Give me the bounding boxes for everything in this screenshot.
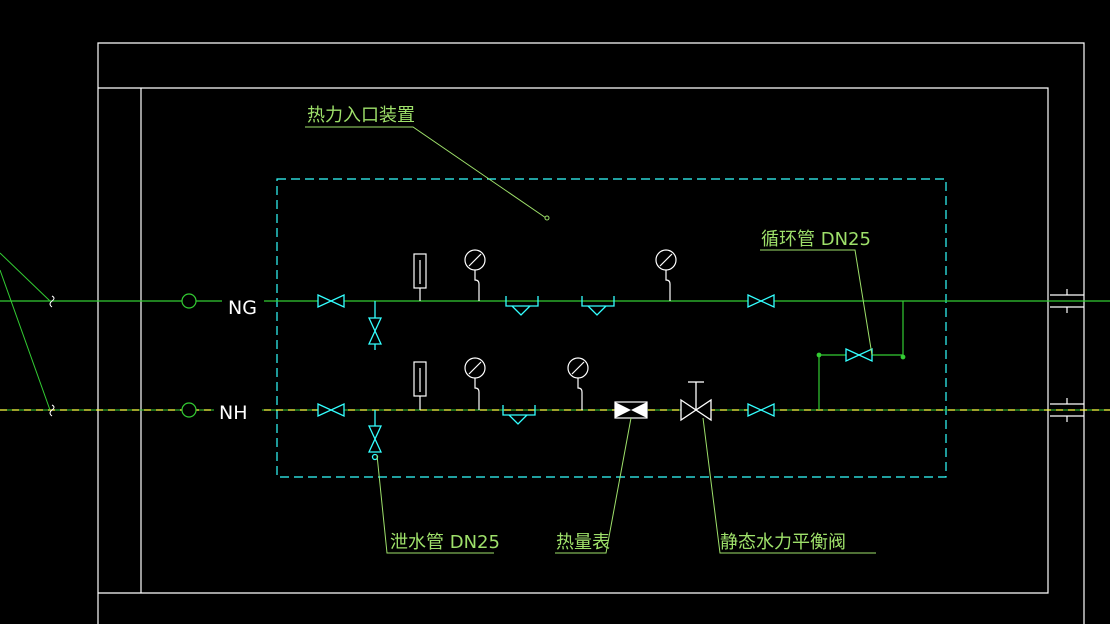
- balance-valve-label: 静态水力平衡阀: [720, 532, 846, 553]
- supply-pipe-label: NG: [228, 297, 257, 319]
- return-pipe-label: NH: [219, 402, 248, 424]
- pressure-gauge-icons: [464, 249, 677, 410]
- strainer-icons: [502, 296, 615, 425]
- wall-sleeves: [1050, 289, 1084, 422]
- pipe-markers: [181, 293, 197, 418]
- gate-valves: [317, 293, 775, 418]
- drain-valves: [367, 301, 383, 461]
- device-boundary-box: [276, 178, 947, 478]
- leader-lines: [305, 126, 876, 554]
- drain-pipe-label: 泄水管 DN25: [390, 532, 500, 553]
- pipe-break-lines: [0, 252, 55, 417]
- circulation-valve: [845, 347, 873, 363]
- building-frame: [97, 42, 1085, 624]
- circulation-pipe-label: 循环管 DN25: [761, 229, 871, 250]
- heat-entrance-device-label: 热力入口装置: [307, 105, 415, 126]
- thermometer-icons: [413, 253, 427, 410]
- balance-valve-icon: [680, 381, 712, 422]
- heat-meter-icon: [614, 401, 648, 419]
- heat-meter-label: 热量表: [556, 532, 610, 553]
